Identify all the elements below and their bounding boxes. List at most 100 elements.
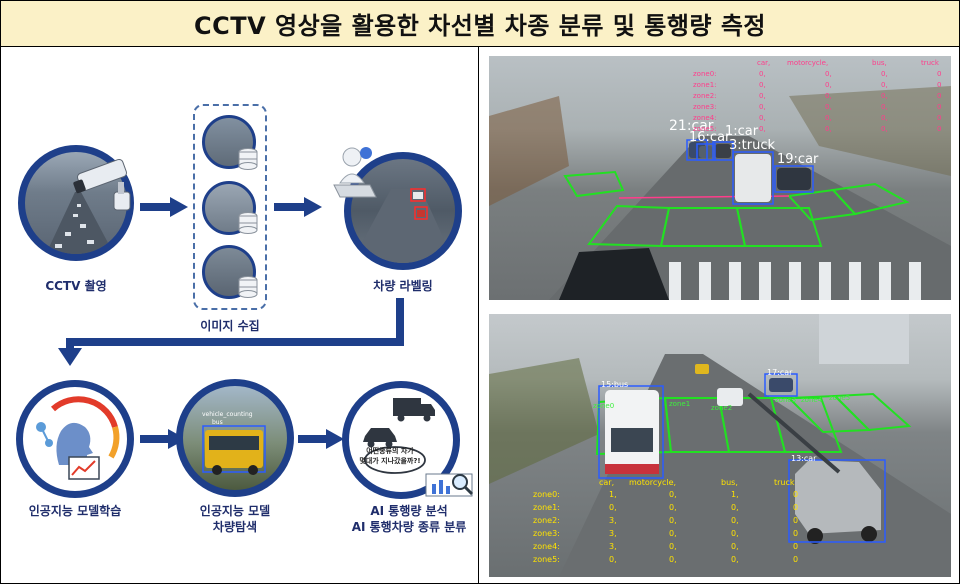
bottom-row2-moto: 0, bbox=[669, 516, 677, 525]
top-row1-moto: 0, bbox=[825, 81, 832, 89]
top-row1-car: 0, bbox=[759, 81, 766, 89]
top-detection-3: 3:truck bbox=[729, 138, 776, 153]
cctv-caption: CCTV 촬영 bbox=[45, 279, 107, 293]
top-detection-1: 1:car bbox=[725, 124, 759, 139]
ai-head-illustration bbox=[36, 396, 120, 480]
top-row4-moto: 0, bbox=[825, 114, 832, 122]
top-row5-bus: 0, bbox=[881, 125, 888, 133]
bottom-zone0-label: zone0 bbox=[593, 402, 615, 410]
top-row5-truck: 0 bbox=[937, 125, 942, 133]
title-bar: CCTV 영상을 활용한 차선별 차종 분류 및 통행량 측정 bbox=[1, 1, 959, 47]
bottom-header-truck: truck bbox=[774, 478, 795, 487]
vehicles-illustration bbox=[363, 398, 435, 474]
top-row2-car: 0, bbox=[759, 92, 766, 100]
bottom-header-bus: bus, bbox=[721, 478, 738, 487]
bottom-row3-bus: 0, bbox=[731, 529, 739, 538]
detection-circle bbox=[176, 379, 294, 497]
top-row2-moto: 0, bbox=[825, 92, 832, 100]
labeling-illustration bbox=[351, 188, 455, 263]
database-icon-2 bbox=[238, 212, 258, 234]
top-row0-truck: 0 bbox=[937, 70, 942, 78]
arrow-label-to-train bbox=[58, 298, 404, 366]
bottom-row2-truck: 0 bbox=[793, 516, 799, 525]
top-row3-zone: zone3: bbox=[693, 103, 717, 111]
bottom-zone5-label: zone5 bbox=[829, 394, 851, 402]
bottom-row0-zone: zone0: bbox=[533, 490, 560, 499]
bottom-detection-17: 17:car bbox=[767, 368, 793, 377]
top-row1-bus: 0, bbox=[881, 81, 888, 89]
top-row4-bus: 0, bbox=[881, 114, 888, 122]
top-detection-16: 16:car bbox=[689, 130, 731, 145]
bottom-header-car: car, bbox=[599, 478, 615, 487]
bottom-row3-car: 3, bbox=[609, 529, 617, 538]
top-row5-car: 0, bbox=[759, 125, 766, 133]
bottom-row4-moto: 0, bbox=[669, 542, 677, 551]
top-row4-zone: zone4: bbox=[693, 114, 717, 122]
top-row3-moto: 0, bbox=[825, 103, 832, 111]
bottom-row5-car: 0, bbox=[609, 555, 617, 564]
speech-bubble-line1: 어떤종류의 차가 bbox=[366, 447, 414, 455]
bottom-row0-truck: 0 bbox=[793, 490, 799, 499]
bus-overlay-label: bus bbox=[212, 419, 223, 426]
detection-caption-line2: 차량탐색 bbox=[212, 520, 258, 534]
bottom-zone1-label: zone1 bbox=[669, 400, 691, 408]
bottom-row5-truck: 0 bbox=[793, 555, 799, 564]
training-caption: 인공지능 모델학습 bbox=[28, 504, 122, 518]
cctv-frame-top: 21:car 16:car 1:car 3:truck 19:car car, … bbox=[489, 56, 951, 300]
bottom-row2-car: 3, bbox=[609, 516, 617, 525]
top-row0-zone: zone0: bbox=[693, 70, 717, 78]
bottom-row2-bus: 0, bbox=[731, 516, 739, 525]
analysis-caption-line2: AI 통행차량 종류 분류 bbox=[351, 520, 467, 534]
arrow-cctv-to-collect bbox=[140, 197, 188, 217]
cctv-camera-icon bbox=[73, 158, 131, 211]
top-header-car: car, bbox=[757, 59, 771, 67]
top-row3-bus: 0, bbox=[881, 103, 888, 111]
analysis-caption-line1: AI 통행량 분석 bbox=[370, 504, 448, 518]
database-icon-1 bbox=[238, 148, 258, 170]
top-road-scene bbox=[489, 86, 951, 300]
top-row1-zone: zone1: bbox=[693, 81, 717, 89]
labeling-caption: 차량 라벨링 bbox=[373, 279, 433, 293]
bottom-row3-moto: 0, bbox=[669, 529, 677, 538]
bottom-road-scene bbox=[489, 314, 951, 577]
bottom-detection-13: 13:car bbox=[791, 454, 817, 463]
bottom-row4-truck: 0 bbox=[793, 542, 799, 551]
top-row1-truck: 0 bbox=[937, 81, 942, 89]
speech-bubble-line2: 몇대가 지나갔을까?! bbox=[359, 457, 421, 465]
top-row0-moto: 0, bbox=[825, 70, 832, 78]
bottom-row1-bus: 0, bbox=[731, 503, 739, 512]
bus-detection-illustration bbox=[202, 425, 266, 475]
collect-caption: 이미지 수집 bbox=[200, 319, 260, 333]
bottom-row5-moto: 0, bbox=[669, 555, 677, 564]
detection-caption-line1: 인공지능 모델 bbox=[199, 504, 271, 518]
bottom-detection-15: 15:bus bbox=[601, 380, 629, 389]
bottom-row1-moto: 0, bbox=[669, 503, 677, 512]
top-row4-truck: 0 bbox=[937, 114, 942, 122]
collected-image-3 bbox=[202, 245, 256, 299]
top-header-truck: truck bbox=[921, 59, 939, 67]
bottom-row2-zone: zone2: bbox=[533, 516, 560, 525]
bottom-row4-bus: 0, bbox=[731, 542, 739, 551]
top-row4-car: 0, bbox=[759, 114, 766, 122]
bottom-row4-zone: zone4: bbox=[533, 542, 560, 551]
vehicle-counting-overlay: vehicle_counting bbox=[202, 411, 253, 418]
top-row3-car: 0, bbox=[759, 103, 766, 111]
bottom-header-motorcycle: motorcycle, bbox=[629, 478, 677, 487]
top-row5-moto: 0, bbox=[825, 125, 832, 133]
arrow-detect-to-analysis bbox=[298, 429, 344, 449]
bottom-row0-moto: 0, bbox=[669, 490, 677, 499]
bottom-row0-bus: 1, bbox=[731, 490, 739, 499]
magnifier-chart-icon bbox=[425, 473, 474, 497]
top-row2-bus: 0, bbox=[881, 92, 888, 100]
cctv-frame-bottom: 15:bus 17:car 13:car zone0 zone1 zone2 z… bbox=[489, 314, 951, 577]
bottom-row3-zone: zone3: bbox=[533, 529, 560, 538]
person-laptop-icon bbox=[333, 147, 377, 198]
top-row0-car: 0, bbox=[759, 70, 766, 78]
image-collection-box bbox=[193, 104, 267, 310]
bottom-row4-car: 3, bbox=[609, 542, 617, 551]
bottom-row1-zone: zone1: bbox=[533, 503, 560, 512]
database-icon-3 bbox=[238, 276, 258, 298]
top-row5-zone: zone5: bbox=[693, 125, 717, 133]
top-detection-19: 19:car bbox=[777, 152, 819, 167]
highway-illustration bbox=[45, 192, 114, 254]
